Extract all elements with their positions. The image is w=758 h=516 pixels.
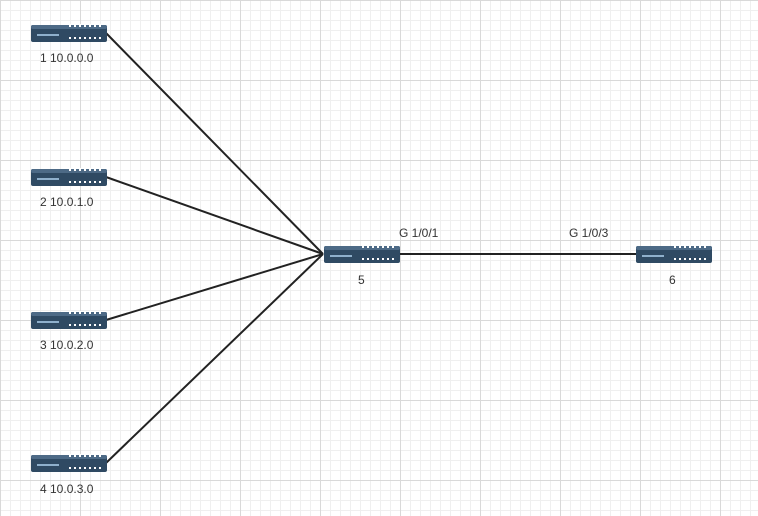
device-label-4: 4 10.0.3.0 [40,482,94,496]
switch-icon [324,245,400,263]
device-label-1: 1 10.0.0.0 [40,51,94,65]
port-label-6-g1-0-3: G 1/0/3 [569,226,609,240]
switch-icon [31,454,107,472]
link-3-5[interactable] [105,253,324,321]
link-1-5[interactable] [105,32,324,255]
device-label-2: 2 10.0.1.0 [40,195,94,209]
switch-2[interactable] [31,167,107,187]
switch-icon [31,311,107,329]
link-4-5[interactable] [105,253,324,464]
switch-3[interactable] [31,310,107,330]
switch-5[interactable] [324,244,400,264]
switch-icon [31,24,107,42]
device-label-6: 6 [669,273,676,287]
switch-icon [636,245,712,263]
port-label-5-g1-0-1: G 1/0/1 [399,226,439,240]
switch-4[interactable] [31,453,107,473]
device-label-3: 3 10.0.2.0 [40,338,94,352]
switch-1[interactable] [31,23,107,43]
device-label-5: 5 [358,273,365,287]
link-2-5[interactable] [105,176,324,255]
switch-icon [31,168,107,186]
switch-6[interactable] [636,244,712,264]
